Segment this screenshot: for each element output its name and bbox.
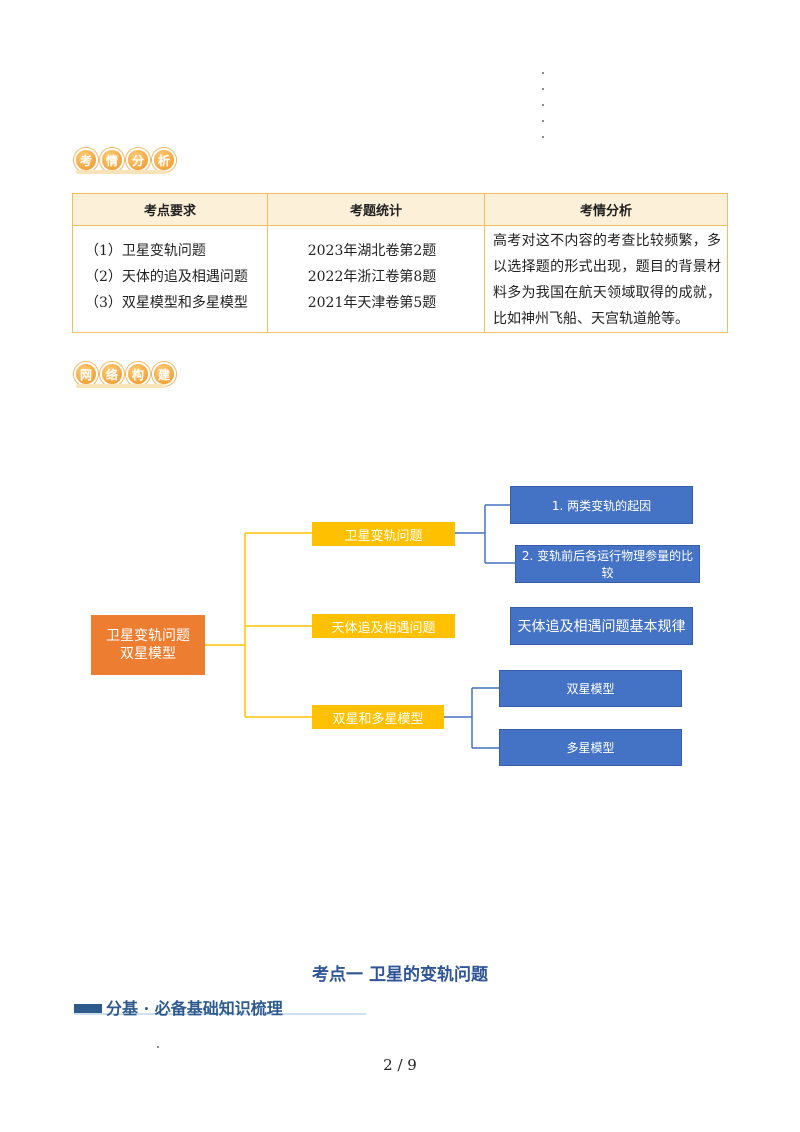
mind-map-root: 卫星变轨问题 双星模型 (91, 615, 205, 675)
header-char: 网 (74, 362, 98, 386)
sub-heading: 分基 · 必备基础知识梳理 (74, 994, 366, 1018)
requirements-cell: （1）卫星变轨问题 （2）天体的追及相遇问题 （3）双星模型和多星模型 (72, 225, 268, 333)
page-number: 2 / 9 (383, 1056, 417, 1074)
header-char: 构 (126, 362, 150, 386)
leaf-multi-star-model: 多星模型 (499, 729, 682, 766)
leaf-orbit-parameter-comparison: 2. 变轨前后各运行物理参量的比较 (515, 545, 700, 583)
requirement-item: （2）天体的追及相遇问题 (85, 269, 248, 285)
stat-item: 2021年天津卷第5题 (307, 295, 437, 311)
branch-celestial-pursuit: 天体追及相遇问题 (312, 614, 455, 638)
leaf-pursuit-rules: 天体追及相遇问题基本规律 (510, 607, 693, 645)
header-underline (76, 170, 166, 174)
section-header-exam-analysis: 考 情 分 析 (74, 148, 176, 172)
header-char: 建 (152, 362, 176, 386)
requirement-item: （3）双星模型和多星模型 (85, 295, 248, 311)
decorative-dots (540, 72, 548, 152)
stats-cell: 2023年湖北卷第2题 2022年浙江卷第8题 2021年天津卷第5题 (267, 225, 485, 333)
requirement-item: （1）卫星变轨问题 (85, 243, 206, 259)
header-char: 分 (126, 148, 150, 172)
leaf-binary-star-model: 双星模型 (499, 670, 682, 707)
header-char: 析 (152, 148, 176, 172)
branch-binary-multi-star: 双星和多星模型 (312, 705, 444, 729)
header-underline (76, 384, 166, 388)
branch-satellite-orbit-change: 卫星变轨问题 (312, 522, 455, 546)
kaodian-title: 考点一 卫星的变轨问题 (312, 965, 488, 985)
leaf-orbit-change-causes: 1. 两类变轨的起因 (510, 486, 693, 524)
sub-heading-text: 分基 · 必备基础知识梳理 (106, 999, 283, 1018)
table-header: 考题统计 (267, 193, 485, 226)
table-header: 考情分析 (484, 193, 728, 226)
header-char: 考 (74, 148, 98, 172)
header-char: 络 (100, 362, 124, 386)
stat-item: 2022年浙江卷第8题 (307, 269, 437, 285)
header-char: 情 (100, 148, 124, 172)
analysis-cell: 高考对这不内容的考查比较频繁，多以选择题的形式出现，题目的背景材料多为我国在航天… (484, 225, 728, 333)
stat-item: 2023年湖北卷第2题 (307, 243, 437, 259)
exam-analysis-table: 考点要求 考题统计 考情分析 （1）卫星变轨问题 （2）天体的追及相遇问题 （3… (72, 193, 728, 333)
decorative-dot (157, 1046, 159, 1048)
table-header: 考点要求 (72, 193, 268, 226)
section-header-network: 网 络 构 建 (74, 362, 176, 386)
sub-heading-bar (74, 1004, 102, 1014)
sub-heading-underline (74, 1013, 366, 1015)
mind-map-connectors (205, 504, 515, 749)
analysis-text: 高考对这不内容的考查比较频繁，多以选择题的形式出现，题目的背景材料多为我国在航天… (493, 233, 721, 327)
